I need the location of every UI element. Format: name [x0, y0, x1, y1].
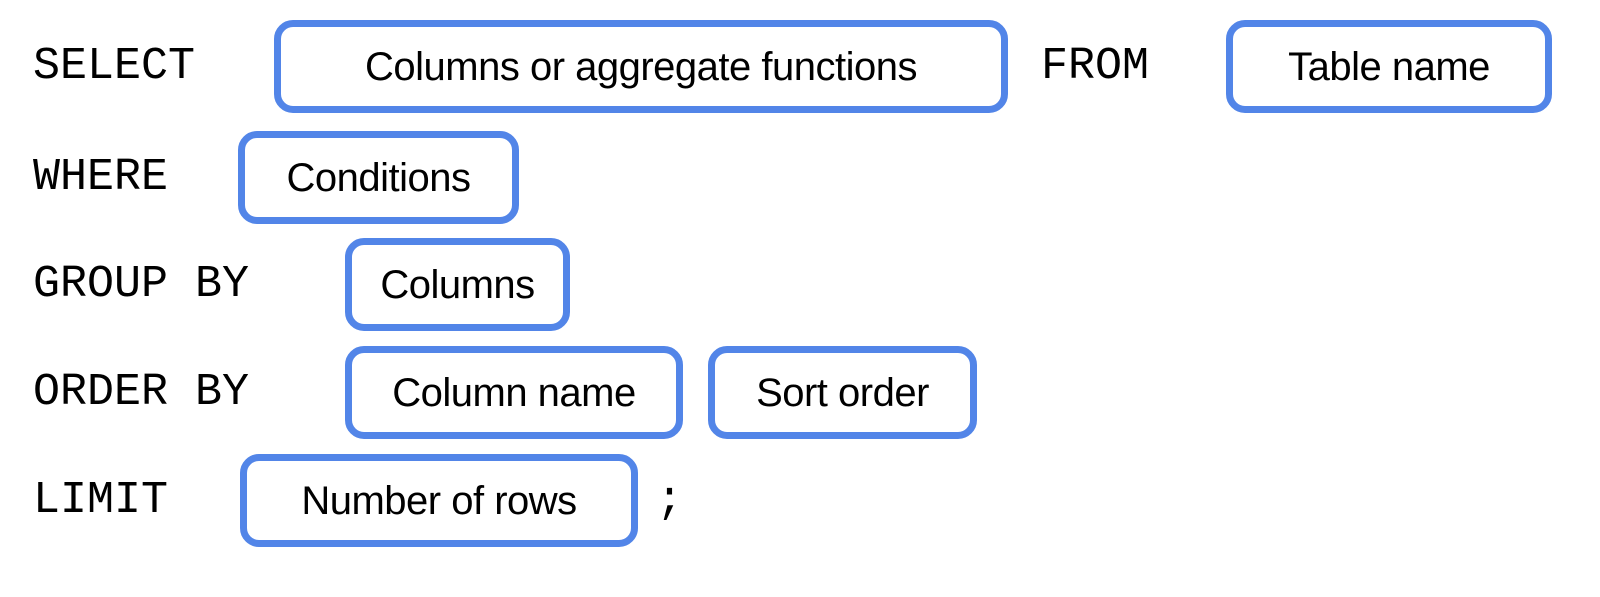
syntax-line-limit: LIMIT Number of rows ; — [33, 454, 683, 547]
slot-label: Sort order — [756, 370, 929, 415]
slot-label: Table name — [1288, 44, 1490, 89]
syntax-line-select-from: SELECT Columns or aggregate functions FR… — [33, 20, 1552, 113]
slot-label: Conditions — [286, 155, 471, 200]
slot-label: Number of rows — [301, 478, 577, 523]
keyword-where: WHERE — [33, 152, 169, 203]
slot-label: Columns or aggregate functions — [365, 44, 918, 89]
statement-terminator: ; — [656, 475, 684, 526]
slot-order-by-column-name[interactable]: Column name — [345, 346, 683, 439]
keyword-select: SELECT — [33, 41, 196, 92]
slot-label: Columns — [380, 262, 535, 307]
keyword-order-by: ORDER BY — [33, 367, 250, 418]
keyword-group-by: GROUP BY — [33, 259, 250, 310]
keyword-limit: LIMIT — [33, 475, 169, 526]
slot-group-by-columns[interactable]: Columns — [345, 238, 570, 331]
syntax-line-group-by: GROUP BY Columns — [33, 238, 570, 331]
slot-label: Column name — [392, 370, 636, 415]
slot-conditions[interactable]: Conditions — [238, 131, 519, 224]
slot-sort-order[interactable]: Sort order — [708, 346, 977, 439]
slot-columns-or-aggregate-functions[interactable]: Columns or aggregate functions — [274, 20, 1008, 113]
syntax-line-order-by: ORDER BY Column name Sort order — [33, 346, 977, 439]
slot-table-name[interactable]: Table name — [1226, 20, 1552, 113]
syntax-line-where: WHERE Conditions — [33, 131, 519, 224]
keyword-from: FROM — [1041, 41, 1150, 92]
slot-number-of-rows[interactable]: Number of rows — [240, 454, 638, 547]
